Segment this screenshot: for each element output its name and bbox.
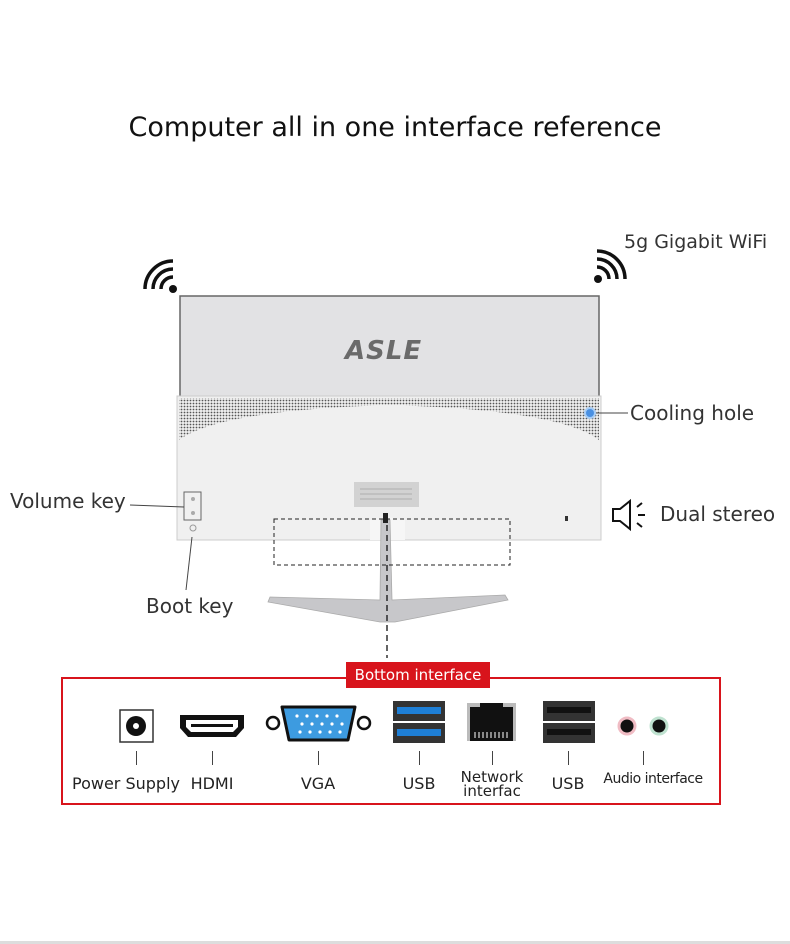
- vga-port-icon: [265, 705, 372, 742]
- usb2-port-icon: [543, 701, 595, 743]
- port-label-power-supply: Power Supply: [72, 774, 180, 793]
- hdmi-port-icon: [180, 715, 244, 737]
- port-icons: [119, 701, 669, 743]
- dc-power-jack-icon: [119, 709, 154, 743]
- boot-key-label: Boot key: [146, 594, 234, 618]
- port-label-audio: Audio interface: [603, 771, 703, 787]
- page-title: Computer all in one interface reference: [128, 112, 662, 143]
- bottom-interface-heading: Bottom interface: [346, 662, 490, 688]
- usb3-port-icon: [393, 701, 445, 743]
- audio-jack-icon: [617, 716, 669, 736]
- brand-logo: ASLE: [345, 336, 423, 366]
- bottom-divider: [0, 941, 790, 944]
- volume-key-label: Volume key: [10, 489, 126, 513]
- port-label-usb-2: USB: [551, 774, 585, 793]
- wifi-icon-right: [594, 249, 627, 283]
- port-label-hdmi: HDMI: [190, 774, 234, 793]
- port-label-vga: VGA: [300, 774, 336, 793]
- monitor-rear-illustration: [129, 295, 628, 658]
- cooling-hole-label: Cooling hole: [630, 401, 755, 425]
- port-label-network: Network interfac: [460, 768, 524, 800]
- dual-stereo-label: Dual stereo: [660, 502, 776, 526]
- port-label-usb-1: USB: [402, 774, 436, 793]
- ethernet-port-icon: [467, 703, 516, 741]
- speaker-icon: [612, 498, 645, 532]
- wifi-label: 5g Gigabit WiFi: [624, 231, 768, 253]
- wifi-icon-left: [143, 259, 177, 293]
